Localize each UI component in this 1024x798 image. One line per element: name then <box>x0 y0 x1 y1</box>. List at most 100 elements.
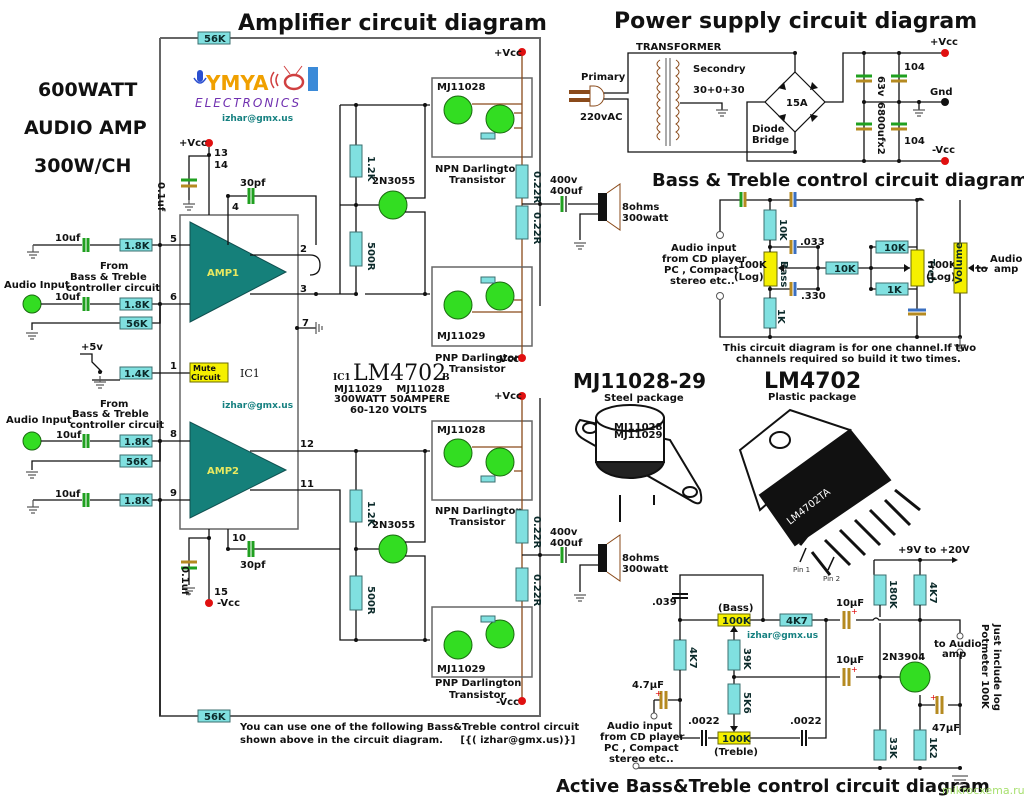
speaker-icon-ch2 <box>598 544 607 572</box>
svg-text:Audio: Audio <box>990 254 1022 265</box>
svg-text:PC , Compact: PC , Compact <box>604 743 679 754</box>
svg-text:10µF: 10µF <box>836 598 864 609</box>
svg-text:100K: 100K <box>722 616 752 627</box>
active-resistor-4k7-v <box>673 639 687 671</box>
svg-text:Audio input: Audio input <box>671 243 737 254</box>
resistor-56k-in1 <box>119 316 153 330</box>
note-line2: shown above in the circuit diagram. [{( … <box>240 735 575 746</box>
svg-text:PNP Darlington: PNP Darlington <box>435 678 521 689</box>
vcc-plus-terminal-ch2 <box>518 392 526 400</box>
svg-text:2: 2 <box>300 244 307 255</box>
bt-resistor-1k-bottom <box>763 297 777 329</box>
treble-pot[interactable] <box>910 249 925 287</box>
svg-text:1K: 1K <box>887 285 903 296</box>
svg-text:PC , Compact: PC , Compact <box>664 265 739 276</box>
svg-text:500R: 500R <box>365 586 376 615</box>
active-out-terminal-top[interactable] <box>956 632 964 640</box>
svg-text:400v: 400v <box>550 527 578 538</box>
transistor-2n3904 <box>899 661 931 693</box>
lm-package-title: LM4702 <box>764 369 861 394</box>
svg-text:Audio Input: Audio Input <box>4 280 70 291</box>
svg-text:2N3904: 2N3904 <box>882 652 925 663</box>
active-email: izhar@gmx.us <box>747 631 818 641</box>
svg-text:4K7: 4K7 <box>927 582 938 604</box>
svg-text:6800ufx2: 6800ufx2 <box>875 102 886 155</box>
svg-text:1K2: 1K2 <box>927 737 938 759</box>
active-bass-treble-title: Active Bass&Treble control circuit diagr… <box>556 776 990 797</box>
svg-text:MJ11028: MJ11028 <box>614 422 663 433</box>
svg-text:5K6: 5K6 <box>741 692 752 714</box>
bt-input-terminal-bottom[interactable] <box>716 292 724 300</box>
svg-text:Bass & Treble: Bass & Treble <box>72 409 149 420</box>
svg-text:11: 11 <box>300 479 314 490</box>
svg-text:Bass & Treble: Bass & Treble <box>70 272 147 283</box>
active-resistor-1k2 <box>913 729 927 761</box>
resistor-1.8k-pin6 <box>119 297 153 311</box>
power-plug-icon <box>569 85 605 107</box>
svg-text:100K: 100K <box>722 734 752 745</box>
svg-text:39K: 39K <box>741 648 752 671</box>
svg-text:100K: 100K <box>928 260 958 271</box>
feedback-resistor-bottom <box>197 709 231 723</box>
resistor-0.22r-ch2-top <box>515 509 529 544</box>
svg-text:1.8K: 1.8K <box>124 241 151 252</box>
svg-text:104: 104 <box>904 62 925 73</box>
svg-text:10K: 10K <box>834 264 857 275</box>
svg-text:(Treble): (Treble) <box>714 747 758 758</box>
svg-text:from CD player: from CD player <box>662 254 747 265</box>
svg-text:8: 8 <box>170 429 177 440</box>
active-out-terminal-bottom[interactable] <box>956 648 964 656</box>
svg-text:10K: 10K <box>777 219 788 242</box>
svg-text:NPN Darlington: NPN Darlington <box>435 506 522 517</box>
volume-pot[interactable] <box>953 242 968 294</box>
svg-text:Bass: Bass <box>778 261 789 287</box>
resistor-1.2k-ch2 <box>349 489 363 523</box>
svg-text:B: B <box>442 373 450 383</box>
amplifier-title: Amplifier circuit diagram <box>238 11 547 36</box>
cap-30pf-bottom: 30pf <box>240 560 266 571</box>
svg-text:Steel package: Steel package <box>604 393 684 404</box>
psu-gnd-terminal <box>941 98 949 106</box>
svg-text:300watt: 300watt <box>622 213 669 224</box>
svg-text:104: 104 <box>904 136 925 147</box>
cap-0.1uf-top: 0.1uf <box>155 182 166 212</box>
svg-text:4K7: 4K7 <box>786 616 808 627</box>
svg-text:amp: amp <box>994 264 1018 275</box>
svg-text:Bridge: Bridge <box>752 135 789 146</box>
svg-text:+Vcc: +Vcc <box>179 138 207 149</box>
svg-text:+: + <box>655 689 662 698</box>
svg-text:+Vcc: +Vcc <box>494 391 522 402</box>
svg-text:+5v: +5v <box>81 342 103 353</box>
vcc-plus-terminal-ch1 <box>518 48 526 56</box>
audio-input-jack-2[interactable] <box>22 431 42 451</box>
vcc-minus-terminal-ch2 <box>518 697 526 705</box>
svg-text:400v: 400v <box>550 175 578 186</box>
svg-text:From: From <box>100 399 128 410</box>
audio-input-jack-1[interactable] <box>22 294 42 314</box>
svg-text:MJ11028: MJ11028 <box>437 425 486 436</box>
svg-text:10: 10 <box>232 533 246 544</box>
pnp-darlington-box-ch1 <box>431 266 533 347</box>
psu-vcc-minus-terminal <box>941 157 949 165</box>
svg-text:2N3055: 2N3055 <box>372 176 415 187</box>
svg-text:From: From <box>100 261 128 272</box>
svg-text:1.8K: 1.8K <box>124 437 151 448</box>
svg-text:MJ11029: MJ11029 <box>437 664 486 675</box>
pin2-label: Pin 2 <box>823 575 840 583</box>
svg-text:56K: 56K <box>126 457 149 468</box>
svg-text:+: + <box>851 665 858 674</box>
svg-text:PNP Darlington: PNP Darlington <box>435 353 521 364</box>
side-title-line3: 300W/CH <box>34 155 131 177</box>
driver-transistor-2n3055-ch1 <box>378 190 408 220</box>
svg-text:Gnd: Gnd <box>930 87 953 98</box>
svg-text:+: + <box>930 693 937 702</box>
logo-brand: YMYA <box>205 71 269 95</box>
svg-text:stereo etc..: stereo etc.. <box>670 276 735 287</box>
svg-text:+: + <box>851 607 858 616</box>
active-input-terminal[interactable] <box>650 712 658 720</box>
svg-text:1.2K: 1.2K <box>365 156 376 183</box>
ic-name: LM4702 <box>353 361 446 386</box>
svg-text:from CD player: from CD player <box>600 732 685 743</box>
svg-text:to Audio: to Audio <box>934 639 982 650</box>
bt-input-terminal-top[interactable] <box>716 231 724 239</box>
